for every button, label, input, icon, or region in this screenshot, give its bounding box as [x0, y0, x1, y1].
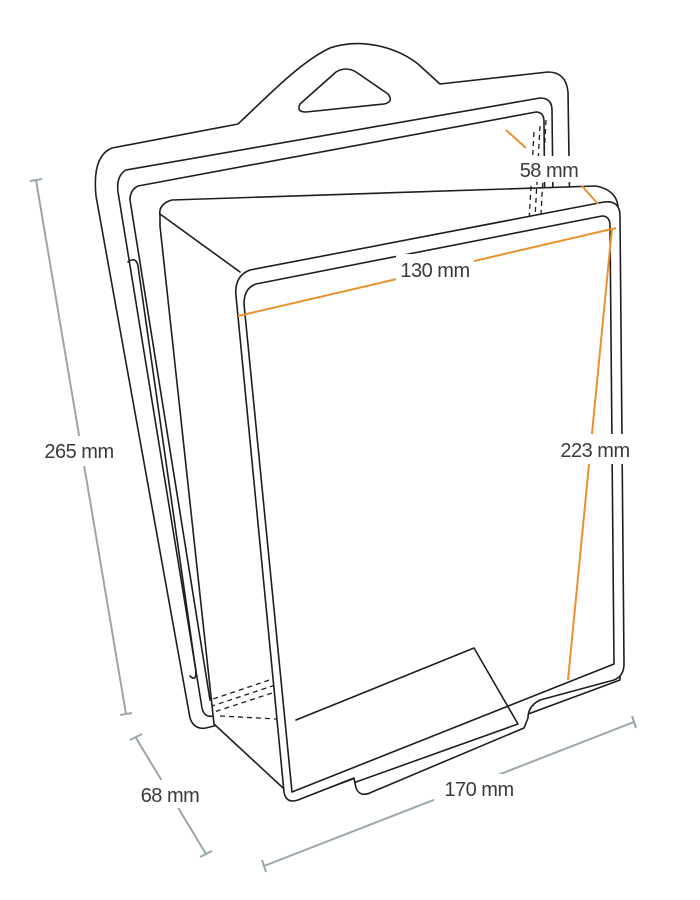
overall-depth-tick-bottom	[199, 850, 213, 858]
overall-depth-label-bg	[132, 780, 208, 808]
overall-width-label: 170 mm	[444, 779, 513, 801]
bottom-tab	[295, 647, 519, 783]
front-face-outer	[234, 200, 625, 802]
overall-width-label-bg	[434, 774, 524, 804]
cavity-depth-line-a	[505, 129, 527, 149]
blister-top-edge	[159, 213, 241, 273]
overall-height-dimension: 265 mm	[29, 178, 133, 716]
overall-height-tick-bottom	[119, 712, 133, 716]
blister-front-face	[234, 200, 625, 802]
overall-height-tick-top	[29, 178, 43, 182]
front-face-inner-rim	[243, 215, 615, 793]
cavity-width-dimension: 130 mm	[237, 227, 617, 317]
overall-height-label-bg	[36, 436, 128, 466]
overall-dimensions: 265 mm 68 mm 170 mm	[29, 178, 637, 873]
cavity-width-label: 130 mm	[400, 260, 469, 282]
cavity-depth-label-bg	[514, 156, 584, 182]
overall-width-tick-left	[261, 859, 267, 873]
cavity-height-label-bg	[556, 434, 634, 464]
cavity-depth-label: 58 mm	[520, 160, 579, 182]
overall-width-dimension: 170 mm	[261, 715, 637, 873]
overall-depth-dimension: 68 mm	[129, 733, 213, 858]
overall-width-tick-right	[631, 715, 637, 729]
cavity-depth-dimension: 58 mm	[505, 129, 599, 205]
flange-side-notch	[127, 258, 197, 680]
cavity-height-label: 223 mm	[560, 440, 629, 462]
overall-height-label: 265 mm	[44, 441, 113, 463]
inner-dimensions: 130 mm 58 mm 223 mm	[237, 129, 634, 681]
cavity-height-dimension: 223 mm	[556, 227, 634, 681]
hang-hole-icon	[298, 68, 392, 113]
cavity-width-label-bg	[396, 254, 474, 284]
overall-depth-label: 68 mm	[141, 785, 200, 807]
cavity-depth-line-b	[581, 185, 599, 205]
overall-depth-tick-top	[129, 733, 143, 741]
